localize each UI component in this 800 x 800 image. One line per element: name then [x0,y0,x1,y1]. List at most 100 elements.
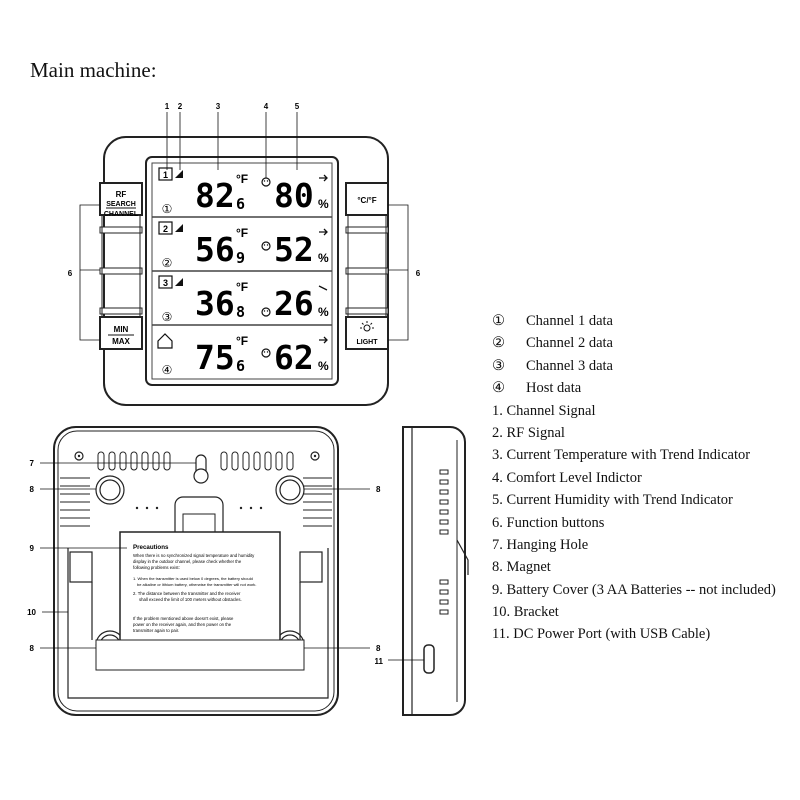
callout-5: 5 [295,102,300,111]
legend-item: 5. Current Humidity with Trend Indicator [492,489,792,511]
trend-arrow-icon [319,174,328,182]
bracket [67,548,329,699]
trend-arrow-icon [319,228,328,236]
svg-text:power on the receiver again, a: power on the receiver again, and then po… [133,622,232,627]
legend-text: Channel 3 data [526,357,613,374]
legend-text: Bracket [513,604,559,621]
trend-arrow-icon [319,336,328,344]
channel-button-label: CHANNEL [104,211,139,218]
trend-arrow-icon [318,285,328,291]
svg-text:°F: °F [236,334,248,348]
temperature-value: 56 [195,230,235,269]
temperature-value: 75 [195,338,235,377]
legend-number: 4. [492,469,503,486]
legend-text: Magnet [506,559,551,576]
legend-item: 11. DC Power Port (with USB Cable) [492,623,792,645]
humidity-value: 80 [274,176,314,215]
legend-number: ③ [492,357,505,374]
legend-item: 2. RF Signal [492,422,792,444]
legend-number: 7. [492,536,503,553]
callout-8-right-bottom: 8 [376,644,381,653]
legend-item: 3. Current Temperature with Trend Indica… [492,444,792,466]
legend-number: 2. [492,424,503,441]
legend-item: 9. Battery Cover (3 AA Batteries -- not … [492,579,792,601]
svg-text:2. The distance between the tr: 2. The distance between the transmitter … [133,591,241,596]
side-housing [402,426,466,716]
callout-3: 3 [216,102,221,111]
svg-text:display in the outdoor channel: display in the outdoor channel, please c… [133,559,242,564]
humidity-value: 52 [274,230,314,269]
light-button-label: LIGHT [357,339,379,346]
channel-signal-icon [158,167,173,181]
temperature-value: 82 [195,176,235,215]
legend-number: 5. [492,492,503,509]
front-view: RF SEARCH CHANNEL MIN MAX °C/°F LIGHT 1 … [68,102,421,406]
channel-signal-icon [158,221,173,235]
legend-number: 11. [492,626,510,643]
legend-text: Function buttons [506,514,605,531]
legend-item: 6. Function buttons [492,512,792,534]
side-vents [60,477,332,527]
svg-text:%: % [318,359,329,373]
svg-text:°F: °F [236,226,248,240]
legend-number: 9. [492,581,503,598]
channel-signal-icon [158,275,173,289]
legend-item: 7. Hanging Hole [492,534,792,556]
light-icon [360,321,374,332]
temperature-value: 36 [195,284,235,323]
legend-number: 10. [492,604,511,621]
svg-text:shall exceed the limit of 100: shall exceed the limit of 100 meters wit… [139,597,242,602]
svg-text:%: % [318,251,329,265]
legend-number: ① [492,313,505,329]
legend-text: Channel 1 data [526,313,613,329]
callout-2: 2 [178,102,183,111]
row-circle: ① [162,202,173,216]
svg-text:°F: °F [236,172,248,186]
legend-text: Channel 2 data [526,335,613,352]
legend-number: 8. [492,559,503,576]
svg-text:1. When the transmitter is use: 1. When the transmitter is used below 0 … [133,576,253,581]
comfort-level-icon [261,348,271,358]
legend-text: Hanging Hole [506,536,589,553]
legend-text: Current Humidity with Trend Indicator [506,492,733,509]
top-vents [97,451,294,471]
callout-8-left-top: 8 [30,485,35,494]
legend-text: DC Power Port (with USB Cable) [513,626,711,643]
legend-text: Battery Cover (3 AA Batteries -- not inc… [506,581,776,598]
legend-item: 1. Channel Signal [492,400,792,422]
rf-signal-icon [175,170,183,178]
humidity-value: 62 [274,338,314,377]
left-button-strip [99,182,143,350]
legend-text: Host data [526,380,582,397]
callout-6-left: 6 [68,269,73,278]
legend-item: ③ Channel 3 data [492,355,792,377]
comfort-level-icon [261,241,271,251]
svg-text:1: 1 [163,170,168,180]
temperature-decimal: 6 [236,195,245,213]
comfort-level-icon [261,307,271,317]
display-row-4: ④ 75 6 °F 62 % [157,333,329,377]
page-title: Main machine: [30,58,157,82]
precautions-label: Precautions When there is no synchronize… [133,544,257,633]
temperature-decimal: 8 [236,303,245,321]
callout-4: 4 [264,102,269,111]
legend-text: Channel Signal [506,402,596,419]
side-view: 11 [375,426,469,716]
row-circle: ② [162,256,173,270]
legend-item: ① Channel 1 data [492,310,792,332]
back-callouts [40,462,370,649]
rf-signal-icon [175,278,183,286]
svg-text:transmitter again to pair.: transmitter again to pair. [133,628,179,633]
svg-text:Precautions: Precautions [133,544,169,551]
svg-text:following problems exist:: following problems exist: [133,565,180,570]
display-row-2: 2 ② 56 9 °F 52 % [158,221,329,270]
humidity-value: 26 [274,284,314,323]
temperature-decimal: 6 [236,357,245,375]
home-icon [157,333,173,349]
svg-text:be alkaline or lithium battery: be alkaline or lithium battery, otherwis… [137,582,257,587]
legend-number: ② [492,335,505,352]
callout-7: 7 [30,459,35,468]
callout-1: 1 [165,102,170,111]
max-button-label: MAX [112,337,130,346]
